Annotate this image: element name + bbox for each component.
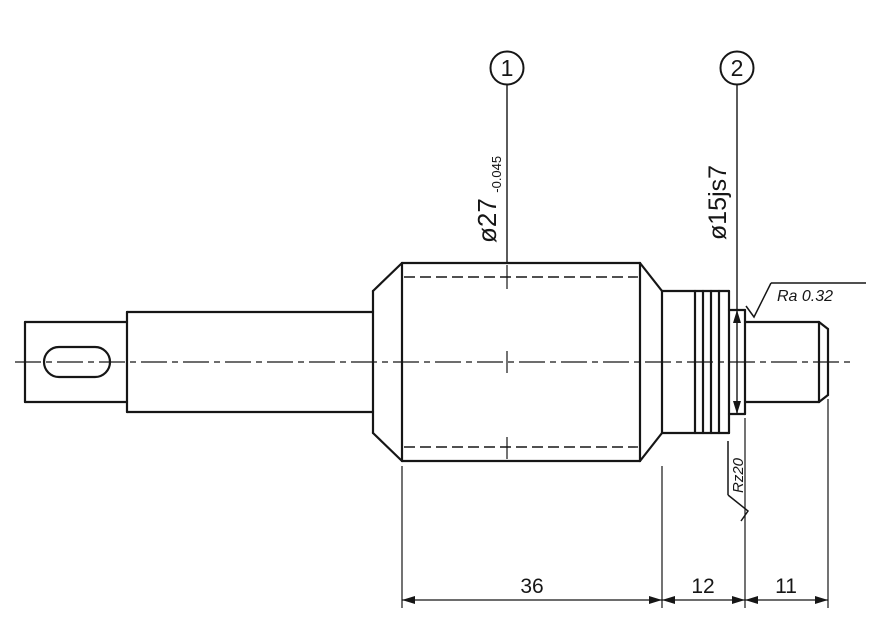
dia27-tolerance: -0.045 bbox=[489, 156, 504, 193]
balloon-1-circle bbox=[489, 50, 525, 86]
surface-finish-ra: Ra 0.32 bbox=[745, 282, 866, 319]
dim-36: 36 bbox=[520, 575, 543, 598]
balloon-1: 1 bbox=[489, 50, 525, 262]
shaft-outline bbox=[23, 261, 830, 463]
dim-12: 12 bbox=[691, 575, 714, 598]
balloon-2-number: 2 bbox=[731, 55, 744, 81]
dia27-label: ø27 -0.045 bbox=[472, 156, 504, 243]
balloon-2-circle bbox=[719, 50, 755, 86]
dim-11: 11 bbox=[775, 575, 797, 598]
hidden-lines bbox=[404, 276, 638, 448]
balloon-2: 2 bbox=[719, 50, 755, 310]
dia27-value: ø27 bbox=[472, 198, 502, 243]
dimension-line bbox=[402, 596, 828, 604]
keyway-slot bbox=[42, 345, 112, 379]
surface-finish-ra-text: Ra 0.32 bbox=[777, 288, 833, 305]
surface-finish-rz-text: Rz20 bbox=[730, 457, 747, 493]
surface-finish-rz: Rz20 bbox=[727, 441, 750, 522]
dia15-arrow bbox=[733, 310, 741, 414]
dia15-label: ø15js7 bbox=[704, 165, 732, 240]
balloon-1-number: 1 bbox=[501, 55, 514, 81]
extension-lines bbox=[401, 399, 829, 608]
